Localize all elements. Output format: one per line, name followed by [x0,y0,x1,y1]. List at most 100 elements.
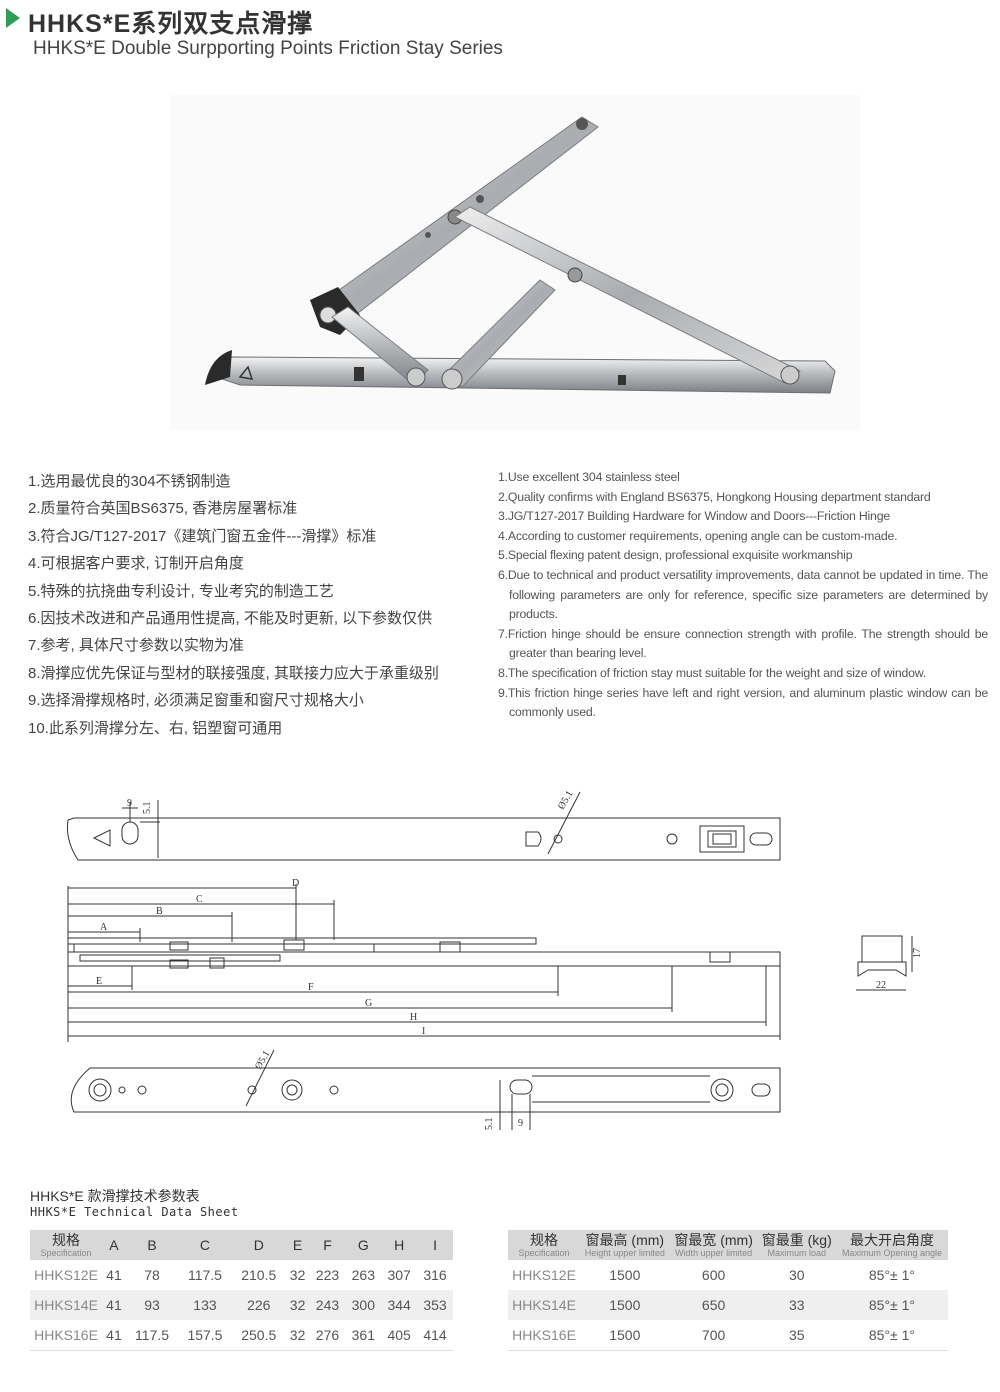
table-cell: 41 [102,1260,126,1290]
table-cell: 93 [125,1290,179,1320]
dim-label: H [410,1012,417,1023]
table-cell: 85°± 1° [835,1320,948,1351]
table-title: HHKS*E 款滑撑技术参数表 [30,1188,200,1204]
dim-label: 17 [912,948,923,958]
table-cell: 414 [417,1320,453,1351]
feature-en-item: 4.According to customer requirements, op… [498,528,898,543]
table-cell: 650 [669,1290,758,1320]
table-row: HHKS14E 1500 650 33 85°± 1° [508,1290,948,1320]
table-cell: 276 [309,1320,346,1351]
table-cell: 223 [309,1260,346,1290]
col-header-en: Width upper limited [675,1248,753,1258]
table-cell: 1500 [580,1320,670,1351]
feature-cn-item: 8.滑撑应优先保证与型材的联接强度, 其联接力应大于承重级别 [28,664,439,682]
bottom-view: Ø5.1 5.1 9 [70,1049,781,1131]
table-cell: 85°± 1° [835,1290,948,1320]
feature-cn-item: 3.符合JG/T127-2017《建筑门窗五金件---滑撑》标准 [28,527,377,545]
feature-en-item: 5.Special flexing patent design, profess… [498,548,853,563]
table-subtitle: HHKS*E Technical Data Sheet [30,1205,239,1219]
table-cell: 243 [309,1290,346,1320]
dim-label: 22 [876,980,886,991]
table-cell: 405 [381,1320,418,1351]
top-view: 9 5.1 Ø5.1 [67,789,781,861]
col-header: I [417,1230,453,1260]
table-row: HHKS12E 41 78 117.5 210.5 32 223 263 307… [30,1260,453,1290]
page-title: HHKS*E系列双支点滑撑 [28,10,314,38]
dim-label: 5.1 [484,1118,495,1131]
feature-en-item: 1.Use excellent 304 stainless steel [498,470,680,484]
col-header-cn: 最大开启角度 [849,1232,934,1248]
col-header-load: 窗最重 (kg) Maximum load [757,1230,836,1260]
col-header: B [125,1230,179,1260]
feature-cn-item: 5.特殊的抗挠曲专利设计, 专业考究的制造工艺 [28,582,334,600]
features-list-en: 1.Use excellent 304 stainless steel 2.Qu… [498,468,988,723]
col-header-en: Specification [518,1248,570,1258]
table-cell: HHKS16E [30,1320,102,1351]
col-header: H [381,1230,418,1260]
dimension-table: 规格 Specification A B C D E F G H I HHKS1… [30,1230,453,1351]
dim-label: G [365,998,372,1009]
feature-en-item: 6.Due to technical and product versatili… [498,567,988,622]
col-header-angle: 最大开启角度 Maximum Opening angle [835,1230,948,1260]
feature-en-item: 2.Quality confirms with England BS6375, … [498,489,931,504]
col-header-en: Height upper limited [584,1248,665,1258]
table-row: HHKS14E 41 93 133 226 32 243 300 344 353 [30,1290,453,1320]
section-view: 17 22 [856,935,923,991]
dim-label: 9 [518,1118,523,1129]
dim-label: D [292,878,299,889]
table-cell: 300 [345,1290,382,1320]
table-cell: 700 [669,1320,758,1351]
dim-label: E [96,976,102,987]
table-cell: 307 [381,1260,418,1290]
table-cell: 1500 [580,1260,670,1290]
feature-cn-item: 9.选择滑撑规格时, 必须满足窗重和窗尺寸规格大小 [28,692,364,710]
table-cell: 78 [125,1260,179,1290]
table-cell: 32 [285,1320,310,1351]
table-cell: 600 [669,1260,758,1290]
table-cell: 361 [345,1320,382,1351]
col-header: G [345,1230,382,1260]
dim-label: 5.1 [142,802,153,815]
feature-cn-item: 1.选用最优良的304不锈钢制造 [28,473,231,490]
dim-label: C [196,894,203,905]
table-cell: 344 [381,1290,418,1320]
col-header: D [231,1230,286,1260]
table-cell: HHKS12E [30,1260,102,1290]
table-cell: 117.5 [125,1320,179,1351]
col-header: A [102,1230,126,1260]
feature-cn-item: 10.此系列滑撑分左、右, 铝塑窗可通用 [28,719,283,737]
table-cell: 250.5 [231,1320,286,1351]
table-cell: 85°± 1° [835,1260,948,1290]
feature-en-item: 9.This friction hinge series have left a… [498,685,988,720]
side-view: D C B A E F G H I [67,878,781,1042]
table-cell: 33 [757,1290,836,1320]
col-header-width: 窗最宽 (mm) Width upper limited [669,1230,758,1260]
table-cell: 41 [102,1290,126,1320]
feature-en-item: 7.Friction hinge should be ensure connec… [498,626,988,661]
product-photo [170,95,860,430]
col-header-spec: 规格 Specification [30,1230,102,1260]
col-header: C [178,1230,232,1260]
dim-label: I [422,1026,425,1037]
capacity-table: 规格 Specification 窗最高 (mm) Height upper l… [508,1230,948,1351]
dim-label: 9 [127,798,132,809]
col-header-cn: 窗最高 (mm) [585,1232,665,1248]
dim-label: F [308,982,314,993]
table-cell: 32 [285,1260,310,1290]
col-header-en: Maximum load [767,1248,827,1258]
page-subtitle: HHKS*E Double Surpporting Points Frictio… [33,38,503,59]
col-header-spec-cn: 规格 [52,1232,80,1248]
feature-en-item: 8.The specification of friction stay mus… [498,665,926,680]
dim-label: B [156,906,163,917]
col-header-en: Maximum Opening angle [841,1248,942,1258]
table-cell: 353 [417,1290,453,1320]
col-header-spec-en: Specification [40,1248,92,1258]
table-cell: 117.5 [178,1260,232,1290]
feature-cn-item: 7.参考, 具体尺寸参数以实物为准 [28,637,244,655]
technical-drawing: 9 5.1 Ø5.1 D C B A E F G [67,789,923,1131]
table-cell: HHKS14E [30,1290,102,1320]
col-header-spec: 规格 Specification [508,1230,580,1260]
table-row: HHKS16E 41 117.5 157.5 250.5 32 276 361 … [30,1320,453,1351]
table-row: HHKS12E 1500 600 30 85°± 1° [508,1260,948,1290]
feature-cn-item: 2.质量符合英国BS6375, 香港房屋署标准 [28,500,298,518]
